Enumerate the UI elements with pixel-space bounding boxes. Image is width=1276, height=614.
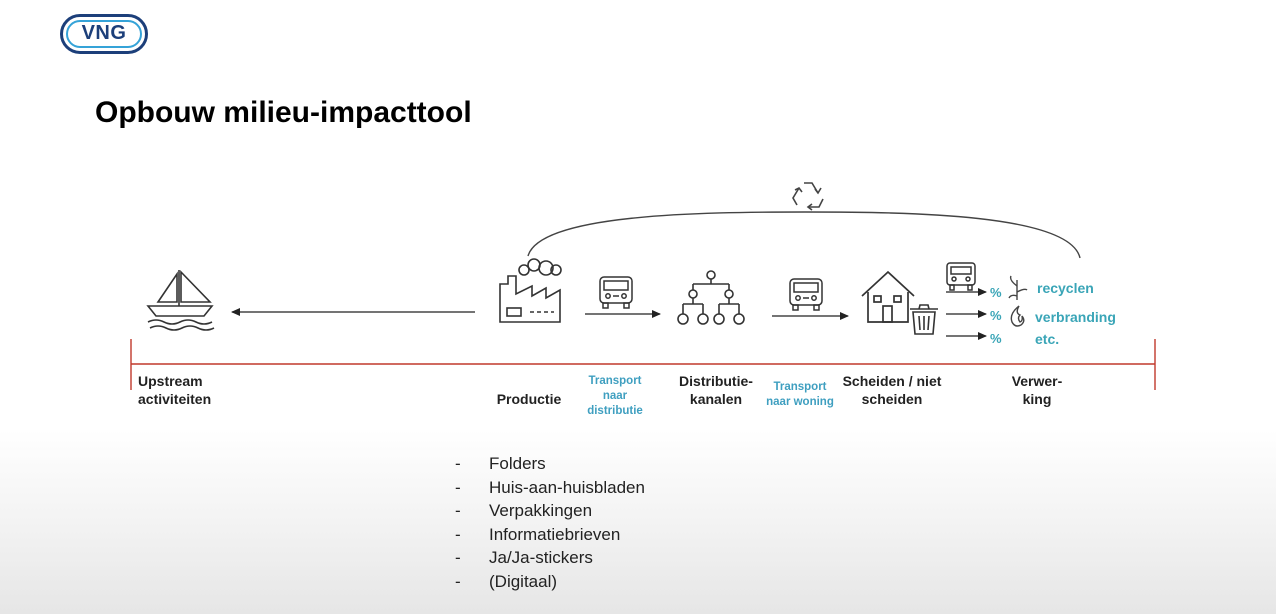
outcome-recyclen: recyclen bbox=[1037, 280, 1094, 296]
sprout-icon bbox=[1008, 275, 1028, 300]
outcome-etc: etc. bbox=[1035, 331, 1060, 347]
list-item: Ja/Ja-stickers bbox=[455, 546, 645, 570]
factory-icon bbox=[499, 258, 562, 323]
label-distributiekanalen: Distributie- kanalen bbox=[679, 373, 753, 407]
flame-icon bbox=[1010, 305, 1025, 327]
truck-icon bbox=[946, 262, 976, 291]
list-item: Folders bbox=[455, 452, 645, 476]
sailboat-icon bbox=[146, 270, 215, 331]
label-transport-woning: Transport naar woning bbox=[766, 381, 834, 408]
outcome-verbranding: verbranding bbox=[1035, 309, 1116, 325]
percent-verbranding: % bbox=[990, 308, 1002, 323]
truck-icon bbox=[599, 276, 633, 309]
product-list: Folders Huis-aan-huisbladen Verpakkingen… bbox=[455, 452, 645, 593]
waste-bin-icon bbox=[910, 304, 938, 335]
vng-logo: VNG bbox=[60, 14, 154, 60]
label-scheiden: Scheiden / niet scheiden bbox=[842, 373, 942, 407]
percent-recyclen: % bbox=[990, 285, 1002, 300]
vng-logo-badge bbox=[60, 14, 148, 54]
vng-logo-text: VNG bbox=[81, 22, 127, 44]
label-transport-distributie: Transport naar distributie bbox=[587, 375, 643, 417]
list-item: (Digitaal) bbox=[455, 570, 645, 594]
house-icon bbox=[861, 270, 915, 323]
list-item: Informatiebrieven bbox=[455, 523, 645, 547]
label-verwerking: Verwer- king bbox=[1011, 373, 1063, 407]
timeline bbox=[130, 339, 1156, 390]
recycle-loop-arc bbox=[527, 211, 1081, 259]
percent-etc: % bbox=[990, 331, 1002, 346]
recycle-icon bbox=[792, 182, 824, 211]
distribution-network-icon bbox=[677, 270, 745, 325]
list-item: Verpakkingen bbox=[455, 499, 645, 523]
truck-icon bbox=[789, 278, 823, 311]
list-item: Huis-aan-huisbladen bbox=[455, 476, 645, 500]
label-productie: Productie bbox=[496, 391, 562, 407]
page-title: Opbouw milieu-impacttool bbox=[95, 96, 472, 129]
label-upstream: Upstream activiteiten bbox=[138, 373, 212, 407]
